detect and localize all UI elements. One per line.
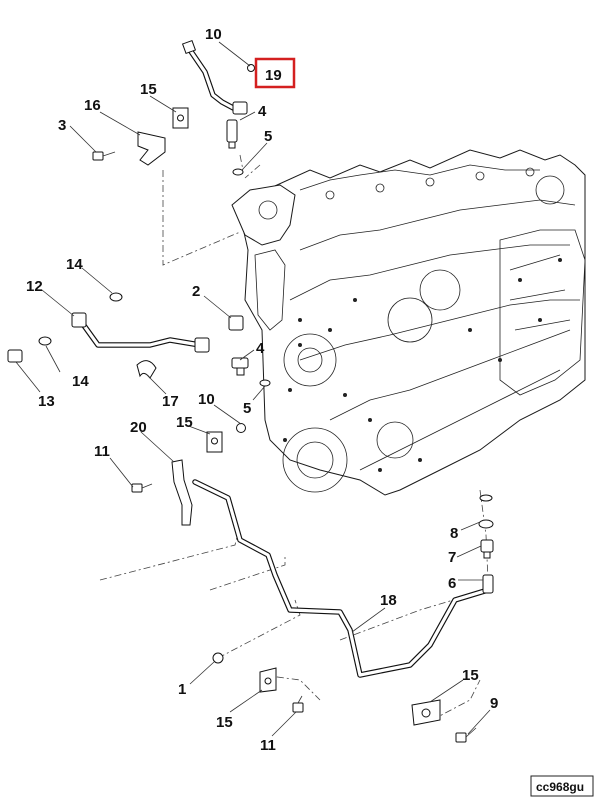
fitting-4-middle bbox=[231, 357, 249, 376]
callout-5-mid: 5 bbox=[243, 400, 251, 417]
callout-13: 13 bbox=[38, 393, 55, 410]
adapter-7 bbox=[480, 539, 494, 559]
callout-16: 16 bbox=[84, 97, 101, 114]
callout-10-top: 10 bbox=[205, 26, 222, 43]
nut-1 bbox=[212, 652, 224, 664]
ring-8b bbox=[478, 519, 494, 529]
callout-12: 12 bbox=[26, 278, 43, 295]
upper-oil-pipe bbox=[181, 39, 255, 115]
callout-3: 3 bbox=[58, 117, 66, 134]
plug-2 bbox=[228, 315, 244, 331]
callout-4-mid: 4 bbox=[256, 340, 265, 357]
callout-20: 20 bbox=[130, 419, 147, 436]
bracket-16 bbox=[137, 131, 166, 166]
callout-15-top: 15 bbox=[140, 81, 157, 98]
callout-15-low-right: 15 bbox=[462, 667, 479, 684]
clamp-17 bbox=[136, 360, 157, 379]
callout-11-low: 11 bbox=[260, 737, 276, 754]
callout-5-top: 5 bbox=[264, 128, 272, 145]
highlight-box-19 bbox=[254, 57, 296, 89]
washer-14-upper bbox=[109, 292, 123, 302]
bolt-3 bbox=[92, 151, 116, 161]
ring-8a bbox=[479, 494, 493, 502]
bolt-11-upper bbox=[131, 483, 153, 493]
middle-oil-pipe bbox=[71, 312, 210, 353]
bolt-9 bbox=[455, 727, 477, 743]
fitting-6 bbox=[482, 574, 494, 594]
callout-11-mid: 11 bbox=[94, 443, 110, 460]
callout-18: 18 bbox=[380, 592, 397, 609]
callout-10-mid: 10 bbox=[198, 391, 215, 408]
nut-10-mid bbox=[236, 423, 246, 433]
lower-oil-pipe bbox=[192, 479, 491, 678]
bolt-11-lower bbox=[292, 695, 304, 713]
fitting-4-upper bbox=[226, 119, 238, 149]
drawing-code-box bbox=[530, 775, 594, 797]
callout-15-mid: 15 bbox=[176, 414, 193, 431]
callout-8: 8 bbox=[450, 525, 458, 542]
engine-block bbox=[231, 149, 586, 496]
callout-15-low-left: 15 bbox=[216, 714, 233, 731]
washer-5-upper bbox=[232, 168, 244, 176]
callout-2: 2 bbox=[192, 283, 200, 300]
callout-labels: 10 19 15 16 4 3 5 14 12 2 14 4 13 17 5 1… bbox=[26, 26, 498, 754]
callout-6: 6 bbox=[448, 575, 456, 592]
callout-14-top: 14 bbox=[66, 256, 83, 273]
callout-17: 17 bbox=[162, 393, 179, 410]
plug-13 bbox=[7, 349, 23, 363]
callout-1: 1 bbox=[178, 681, 186, 698]
callout-7: 7 bbox=[448, 549, 456, 566]
callout-4-top: 4 bbox=[258, 103, 267, 120]
bracket-20 bbox=[171, 459, 193, 526]
drawing-code: cc968gu bbox=[536, 780, 584, 794]
callout-14-mid: 14 bbox=[72, 373, 89, 390]
callout-9: 9 bbox=[490, 695, 498, 712]
washer-5-middle bbox=[259, 379, 271, 387]
washer-14-lower bbox=[38, 336, 52, 346]
callout-19: 19 bbox=[265, 67, 282, 84]
leader-lines bbox=[15, 41, 491, 737]
